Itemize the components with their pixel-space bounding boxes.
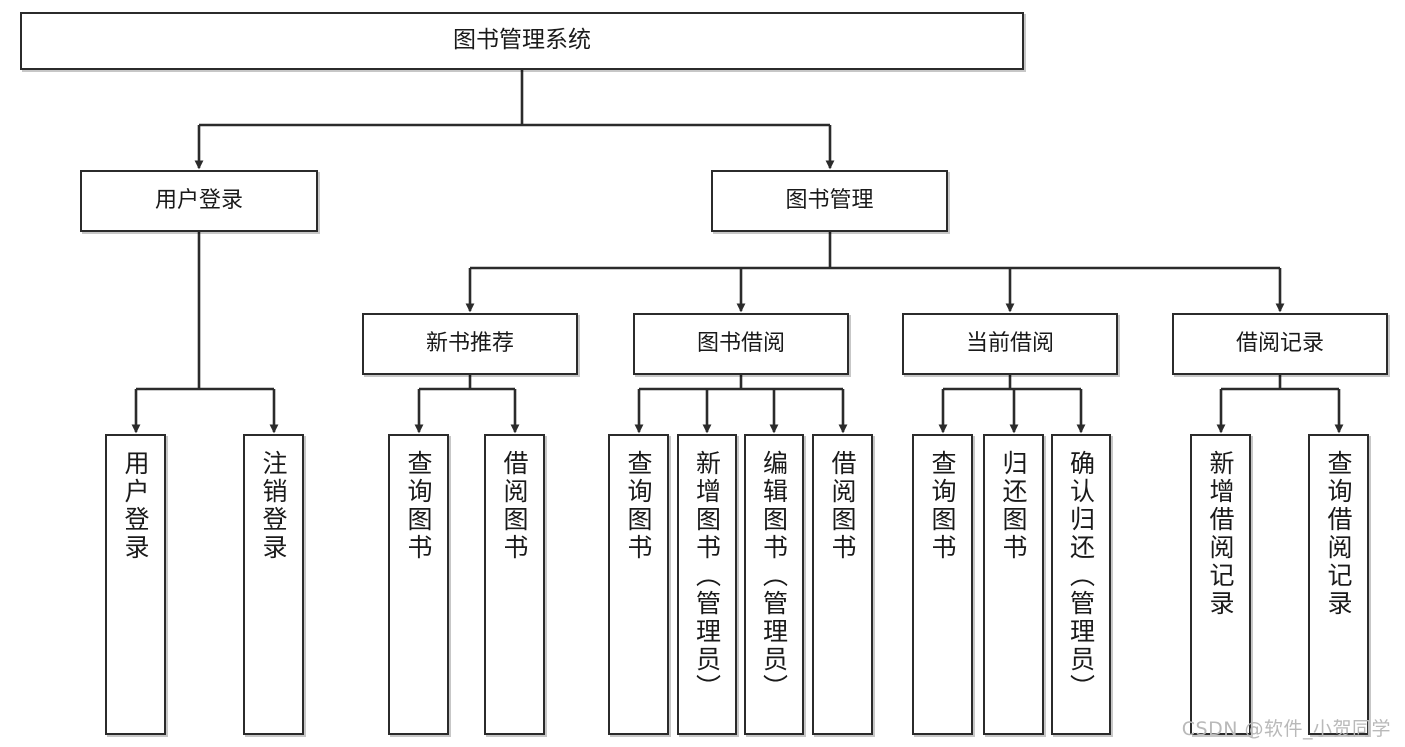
- node-label: 借阅记录: [1235, 330, 1324, 356]
- leaf-user-login[interactable]: 用户登录: [105, 434, 166, 735]
- leaf-query-books-current[interactable]: 查询图书: [912, 434, 973, 735]
- leaf-query-borrow-record[interactable]: 查询借阅记录: [1308, 434, 1369, 735]
- node-label: 查询借阅记录: [1324, 450, 1353, 618]
- node-label: 图书管理系统: [453, 27, 591, 54]
- node-borrow-records[interactable]: 借阅记录: [1172, 313, 1388, 375]
- node-current-borrow[interactable]: 当前借阅: [902, 313, 1118, 375]
- node-label: 借阅图书: [500, 450, 529, 562]
- node-label: 查询图书: [624, 450, 653, 562]
- node-label: 新增借阅记录: [1206, 450, 1235, 618]
- node-label: 当前借阅: [965, 330, 1054, 356]
- node-label: 确认归还（管理员）: [1066, 450, 1096, 702]
- node-label: 图书管理: [785, 187, 874, 213]
- leaf-return-book[interactable]: 归还图书: [983, 434, 1044, 735]
- node-new-book-recommend[interactable]: 新书推荐: [362, 313, 578, 375]
- leaf-query-books-rec[interactable]: 查询图书: [388, 434, 449, 735]
- node-label: 用户登录: [154, 187, 243, 213]
- node-root[interactable]: 图书管理系统: [20, 12, 1024, 70]
- leaf-confirm-return-admin[interactable]: 确认归还（管理员）: [1051, 434, 1111, 735]
- leaf-borrow-book[interactable]: 借阅图书: [812, 434, 873, 735]
- node-label: 查询图书: [404, 450, 433, 562]
- node-label: 编辑图书（管理员）: [759, 450, 789, 702]
- node-book-borrow[interactable]: 图书借阅: [633, 313, 849, 375]
- node-label: 新增图书（管理员）: [692, 450, 722, 702]
- node-label: 新书推荐: [425, 330, 514, 356]
- node-label: 注销登录: [259, 450, 288, 562]
- node-label: 用户登录: [121, 450, 150, 562]
- leaf-add-borrow-record[interactable]: 新增借阅记录: [1190, 434, 1251, 735]
- leaf-logout[interactable]: 注销登录: [243, 434, 304, 735]
- node-user-login[interactable]: 用户登录: [80, 170, 318, 232]
- node-label: 借阅图书: [828, 450, 857, 562]
- leaf-query-books-borrow[interactable]: 查询图书: [608, 434, 669, 735]
- node-label: 图书借阅: [696, 330, 785, 356]
- leaf-edit-book-admin[interactable]: 编辑图书（管理员）: [744, 434, 804, 735]
- node-book-management[interactable]: 图书管理: [711, 170, 948, 232]
- node-label: 归还图书: [999, 450, 1028, 562]
- node-label: 查询图书: [928, 450, 957, 562]
- leaf-borrow-books-rec[interactable]: 借阅图书: [484, 434, 545, 735]
- csdn-watermark: CSDN @软件_小贺同学: [1181, 718, 1391, 740]
- leaf-add-book-admin[interactable]: 新增图书（管理员）: [677, 434, 737, 735]
